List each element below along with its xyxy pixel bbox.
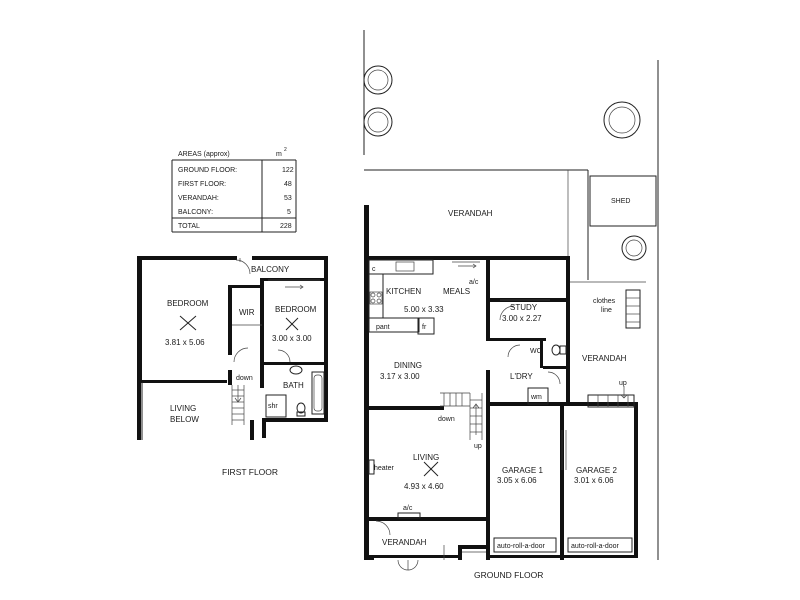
ceiling-fan-icon xyxy=(423,461,439,477)
label-shed: SHED xyxy=(611,198,630,205)
ground-floor-stairs xyxy=(440,392,483,440)
first-floor-plan: BALCONY BEDROOM 3.81 x 5.06 WIR BEDROOM … xyxy=(137,256,328,477)
tree-icon xyxy=(363,107,393,137)
area-value-verandah: 53 xyxy=(284,195,292,202)
label-garage-2-dims: 3.01 x 6.06 xyxy=(574,476,614,485)
areas-title: AREAS (approx) xyxy=(178,151,230,158)
label-verandah-side: VERANDAH xyxy=(582,354,627,363)
areas-table: AREAS (approx) m 2 GROUND FLOOR: 122 FIR… xyxy=(171,147,297,233)
label-ldry: L'DRY xyxy=(510,372,533,381)
label-kitchen: KITCHEN xyxy=(386,287,421,296)
areas-unit: m xyxy=(276,151,282,158)
area-value-ground: 122 xyxy=(282,167,294,174)
label-living: LIVING xyxy=(413,453,439,462)
label-garage-1-dims: 3.05 x 6.06 xyxy=(497,476,537,485)
areas-unit-sup: 2 xyxy=(284,147,287,153)
label-garage-1: GARAGE 1 xyxy=(502,466,543,475)
label-verandah-front: VERANDAH xyxy=(382,538,427,547)
ground-floor-plan: VERANDAH SHED c KITCHEN MEALS a/c 5.00 x… xyxy=(363,30,659,580)
label-living-below-2: BELOW xyxy=(170,415,199,424)
label-bath: BATH xyxy=(283,381,304,390)
label-dining-dims: 3.17 x 3.00 xyxy=(380,372,420,381)
label-study-dims: 3.00 x 2.27 xyxy=(502,314,542,323)
area-value-first: 48 xyxy=(284,181,292,188)
label-wir: WIR xyxy=(239,308,255,317)
tree-icon xyxy=(621,235,647,261)
label-bedroom-1: BEDROOM xyxy=(167,299,209,308)
first-floor-stairs xyxy=(231,385,245,425)
label-auto-door-2: auto-roll-a-door xyxy=(571,543,620,550)
shed xyxy=(589,175,657,227)
label-kitchen-dims: 5.00 x 3.33 xyxy=(404,305,444,314)
area-label-balcony: BALCONY: xyxy=(178,209,213,216)
label-first-floor-down: down xyxy=(236,375,253,382)
label-living-dims: 4.93 x 4.60 xyxy=(404,482,444,491)
label-up: up xyxy=(474,443,482,450)
first-floor-title: FIRST FLOOR xyxy=(222,467,278,477)
ceiling-fan-icon xyxy=(179,315,197,331)
label-ac-meals: a/c xyxy=(469,279,479,286)
area-label-ground: GROUND FLOOR: xyxy=(178,167,237,174)
ground-floor-title: GROUND FLOOR xyxy=(474,570,543,580)
area-label-first: FIRST FLOOR: xyxy=(178,181,226,188)
label-pant: pant xyxy=(376,324,390,331)
label-bedroom-2-dims: 3.00 x 3.00 xyxy=(272,334,312,343)
area-value-balcony: 5 xyxy=(287,209,291,216)
label-wc: WC xyxy=(530,348,542,355)
area-label-verandah: VERANDAH: xyxy=(178,195,219,202)
label-dining: DINING xyxy=(394,361,422,370)
heater xyxy=(368,459,375,475)
label-auto-door-1: auto-roll-a-door xyxy=(497,543,546,550)
tree-icon xyxy=(603,101,641,139)
label-balcony: BALCONY xyxy=(251,265,290,274)
label-study: STUDY xyxy=(510,303,538,312)
label-clothes-line-1: clothes xyxy=(593,298,616,305)
label-meals: MEALS xyxy=(443,287,470,296)
label-ac-living: a/c xyxy=(403,505,413,512)
label-heater: heater xyxy=(374,465,395,472)
area-value-total: 228 xyxy=(280,223,292,230)
label-verandah-top: VERANDAH xyxy=(448,209,493,218)
tree-icon xyxy=(363,65,393,95)
label-down: down xyxy=(438,416,455,423)
label-shr: shr xyxy=(268,403,278,410)
label-garage-2: GARAGE 2 xyxy=(576,466,617,475)
label-bedroom-2: BEDROOM xyxy=(275,305,317,314)
label-up-side: up xyxy=(619,380,627,387)
label-wm: wm xyxy=(530,394,542,401)
label-fr: fr xyxy=(422,324,427,331)
label-clothes-line-2: line xyxy=(601,307,612,314)
label-bedroom-1-dims: 3.81 x 5.06 xyxy=(165,338,205,347)
label-c: c xyxy=(372,266,376,273)
area-label-total: TOTAL xyxy=(178,223,200,230)
ceiling-fan-icon xyxy=(285,317,299,331)
label-living-below-1: LIVING xyxy=(170,404,196,413)
